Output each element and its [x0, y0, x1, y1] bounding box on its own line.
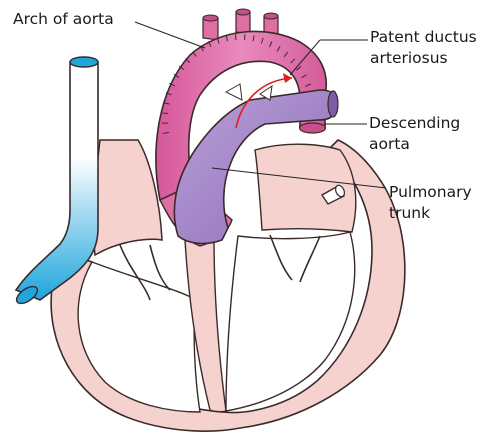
- label-pulmonary-line1: Pulmonary: [389, 182, 472, 203]
- label-descending-line1: Descending: [369, 113, 460, 134]
- label-patent-ductus-arteriosus: Patent ductus arteriosus: [370, 27, 477, 69]
- label-arch-of-aorta: Arch of aorta: [13, 9, 114, 30]
- label-descending-line2: aorta: [369, 134, 460, 155]
- left-carotid-opening: [236, 9, 250, 15]
- descending-aorta-opening: [300, 123, 326, 133]
- label-patent-ductus-line2: arteriosus: [370, 48, 477, 69]
- pulmonary-artery-opening: [328, 91, 338, 117]
- label-patent-ductus-line1: Patent ductus: [370, 27, 477, 48]
- leader-arch-of-aorta: [135, 22, 205, 48]
- right-atrium-wall: [94, 140, 162, 255]
- left-subclavian-opening: [264, 13, 278, 19]
- superior-vena-cava-opening: [70, 57, 98, 67]
- ductus-gap-left: [226, 84, 242, 100]
- label-arch-of-aorta-text: Arch of aorta: [13, 9, 114, 30]
- label-descending-aorta: Descending aorta: [369, 113, 460, 155]
- label-pulmonary-trunk: Pulmonary trunk: [389, 182, 472, 224]
- label-pulmonary-line2: trunk: [389, 203, 472, 224]
- brachiocephalic-opening: [203, 15, 218, 21]
